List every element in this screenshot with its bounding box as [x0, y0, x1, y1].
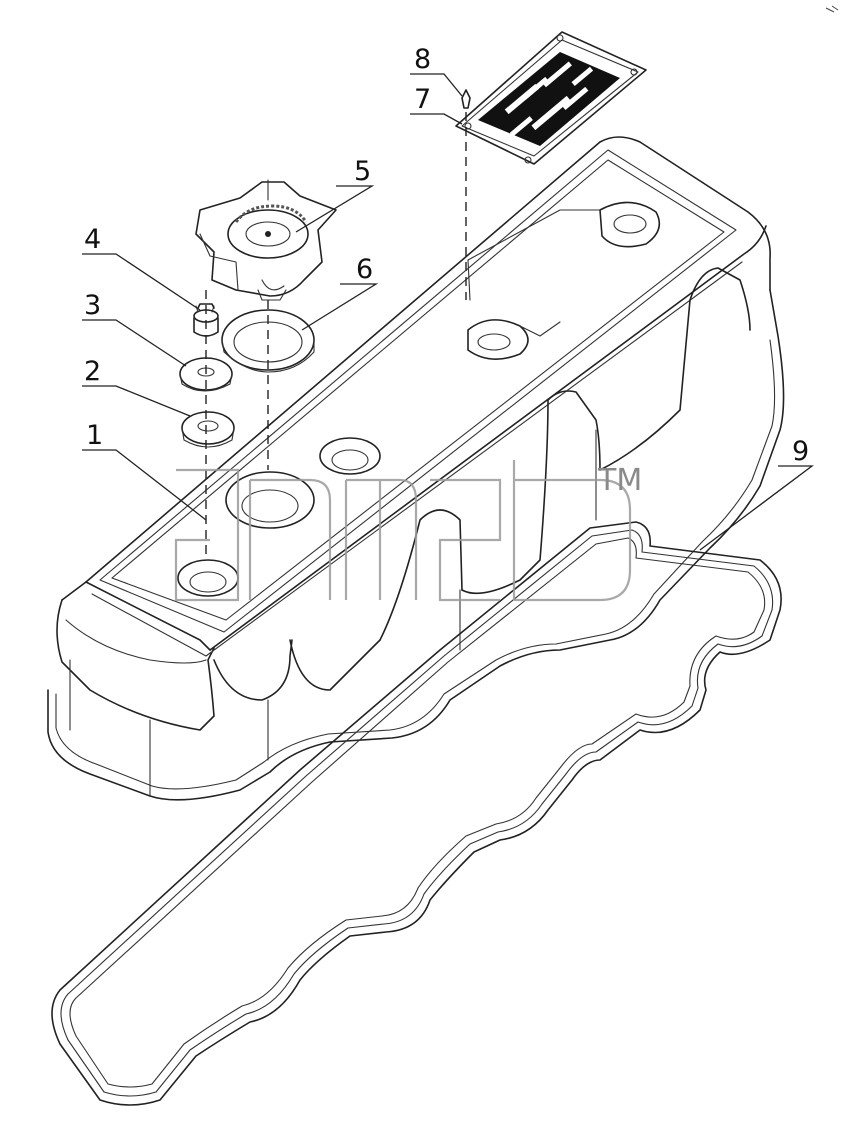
callout-1: 1 [86, 420, 103, 451]
callout-7: 7 [414, 84, 431, 115]
rubber-seal-2 [181, 411, 235, 448]
valve-cover-body [47, 136, 785, 801]
callout-3: 3 [84, 290, 101, 321]
watermark-logo: TM [174, 460, 642, 602]
corner-mark [825, 5, 839, 13]
callout-labels: 1 2 3 4 5 6 7 8 9 [84, 44, 809, 467]
assembly-axes [205, 112, 467, 560]
gasket [51, 521, 782, 1106]
oil-filler-cap [195, 179, 337, 301]
label-plate [455, 31, 647, 165]
callout-5: 5 [354, 156, 371, 187]
callout-leaders [82, 73, 814, 551]
callout-4: 4 [84, 224, 101, 255]
callout-2: 2 [84, 356, 101, 387]
rivet [461, 89, 471, 109]
callout-6: 6 [356, 254, 373, 285]
callout-9: 9 [792, 436, 809, 467]
callout-8: 8 [414, 44, 431, 75]
watermark-trademark: TM [597, 463, 642, 498]
